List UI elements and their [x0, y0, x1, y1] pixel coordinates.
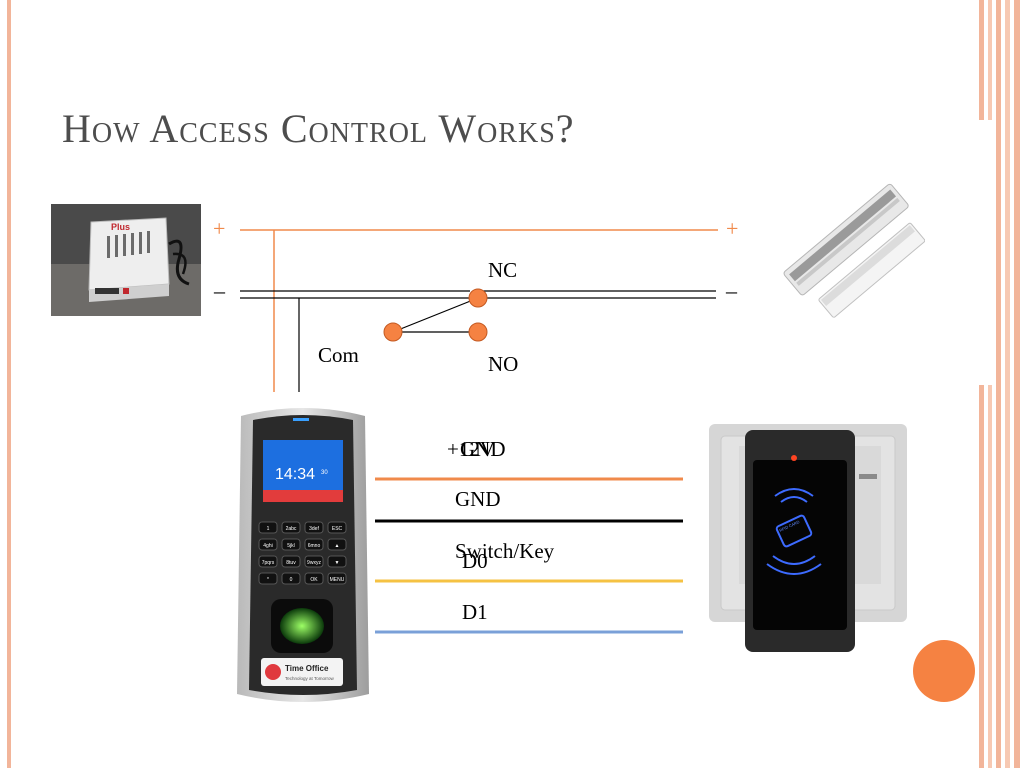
keypad-key	[327, 538, 347, 551]
keypad-key-label: 7pqrs	[262, 560, 275, 566]
minus-sign-right: –	[726, 278, 737, 303]
keypad-key	[304, 521, 324, 534]
keypad-key-label: MENU	[330, 577, 345, 583]
keypad-key	[258, 538, 278, 551]
keypad-key-label: ▲	[335, 543, 340, 549]
keypad-key	[304, 538, 324, 551]
keypad-key	[281, 521, 301, 534]
wire-label-gnd: GND	[455, 487, 501, 511]
keypad-key	[258, 521, 278, 534]
keypad-key-label: ESC	[332, 526, 343, 532]
keypad-key	[327, 572, 347, 585]
keypad-key-label: 3def	[309, 526, 319, 532]
keypad-key	[281, 555, 301, 568]
keypad-key-label: 6mno	[308, 543, 321, 549]
rfid-reader-image: RFID CARD	[709, 424, 907, 652]
keypad-key-label: 5jkl	[287, 543, 295, 549]
keypad-key-label: OK	[310, 577, 318, 583]
wire-label-gnd-top: GND	[460, 437, 506, 461]
magnetic-lock-image	[783, 183, 925, 318]
nc-contact	[468, 288, 488, 308]
no-label: NO	[488, 352, 519, 376]
keypad-key-label: 8tuv	[286, 560, 296, 566]
keypad-key-label: 4ghi	[263, 543, 272, 549]
terminal-brand: Time Office	[285, 664, 329, 673]
nc-label: NC	[488, 258, 518, 282]
accent-circle	[913, 640, 975, 702]
keypad-key-label: 2abc	[286, 526, 297, 532]
wire-label-d0: D0	[462, 549, 488, 573]
no-contact	[468, 322, 488, 342]
com-label: Com	[318, 343, 359, 367]
keypad-key	[304, 555, 324, 568]
wire-label-12v: +12V	[447, 437, 496, 461]
fingerprint-terminal-image: 14:34 30 1 2abc 3def ESC 4ghi 5jkl 6mno ▲ 7pqrs 8…	[237, 408, 369, 702]
keypad-key	[304, 572, 324, 585]
keypad-key-label: ▼	[335, 560, 340, 566]
plus-sign-left: +	[213, 216, 226, 241]
keypad-key-label: 9wxyz	[307, 560, 321, 566]
terminal-clock: 14:34	[275, 466, 315, 483]
terminal-clock-seconds: 30	[321, 470, 328, 476]
relay-arm	[392, 297, 479, 333]
com-contact	[383, 322, 403, 342]
frame-left-bar	[7, 0, 11, 768]
plus-sign-right: +	[726, 216, 739, 241]
wire-label-switch-key: Switch/Key	[455, 539, 555, 563]
keypad-key	[281, 572, 301, 585]
wire-label-d1: D1	[462, 600, 488, 624]
keypad-key	[327, 521, 347, 534]
keypad-key	[258, 572, 278, 585]
minus-sign-left: –	[214, 278, 225, 303]
fingerprint-sensor	[280, 608, 324, 644]
terminal-tagline: Technology at Tomorrow	[285, 676, 334, 681]
frame-right-bars	[975, 0, 1020, 768]
keypad-key-label: *	[267, 577, 269, 583]
power-supply-image: Plus	[51, 204, 201, 316]
keypad-key	[281, 538, 301, 551]
power-supply-brand: Plus	[111, 222, 130, 232]
terminal-keypad: 1 2abc 3def ESC 4ghi 5jkl 6mno ▲ 7pqrs 8tuv 9wxyz ▼…	[258, 521, 347, 585]
keypad-key-label: 1	[267, 526, 270, 532]
keypad-key	[258, 555, 278, 568]
keypad-key	[327, 555, 347, 568]
page-title: How Access Control Works?	[62, 106, 575, 151]
keypad-key-label: 0	[290, 577, 293, 583]
